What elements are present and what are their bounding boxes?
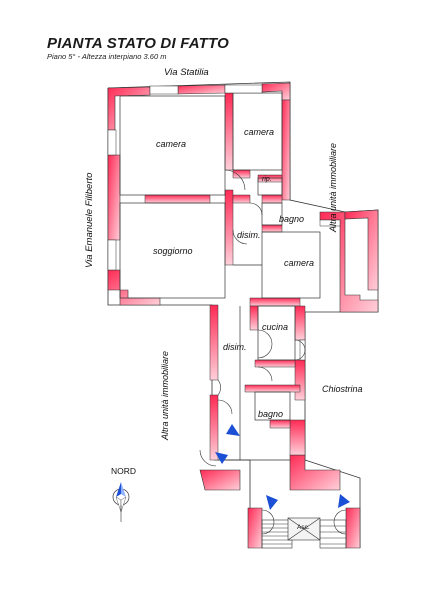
- entry-arrow-icon: [215, 452, 228, 464]
- stair-block: [261, 517, 347, 549]
- entry-arrow-icon: [338, 494, 350, 508]
- door-swings: [199, 169, 347, 535]
- entry-arrow-icon: [266, 495, 278, 510]
- compass-label: NORD: [111, 466, 137, 476]
- neighbor-label-right: Altra unità immobiliare: [328, 142, 338, 232]
- room-label-camera-2: camera: [244, 127, 275, 137]
- street-label-left: Via Emanuele Filiberto: [84, 172, 95, 268]
- room-label-rip: rip.: [262, 176, 272, 183]
- entry-arrow-icon: [226, 424, 240, 436]
- plan-subtitle: Piano 5° - Altezza interpiano 3.60 m: [47, 52, 167, 61]
- room-label-disim-2: disim.: [223, 342, 247, 352]
- room-label-camera-3: camera: [284, 258, 315, 268]
- elevator-label: Asc.: [297, 524, 310, 531]
- windows: [107, 84, 341, 361]
- exterior-walls: [107, 82, 379, 549]
- room-label-soggiorno: soggiorno: [153, 246, 193, 256]
- street-label-top: Via Statilia: [164, 67, 209, 78]
- room-label-disim-1: disim.: [237, 230, 261, 240]
- plan-title: PIANTA STATO DI FATTO: [47, 35, 229, 52]
- partitions: [119, 92, 321, 461]
- room-label-camera-1: camera: [156, 139, 187, 149]
- room-label-cucina: cucina: [262, 322, 289, 332]
- room-label-bagno-2: bagno: [258, 409, 284, 419]
- north-compass-icon: [112, 482, 130, 522]
- neighbor-label-bottom-left: Altra unità immobiliare: [160, 350, 170, 440]
- entry-arrows: [215, 424, 350, 510]
- courtyard-label: Chiostrina: [322, 384, 363, 394]
- room-label-bagno-1: bagno: [279, 214, 305, 224]
